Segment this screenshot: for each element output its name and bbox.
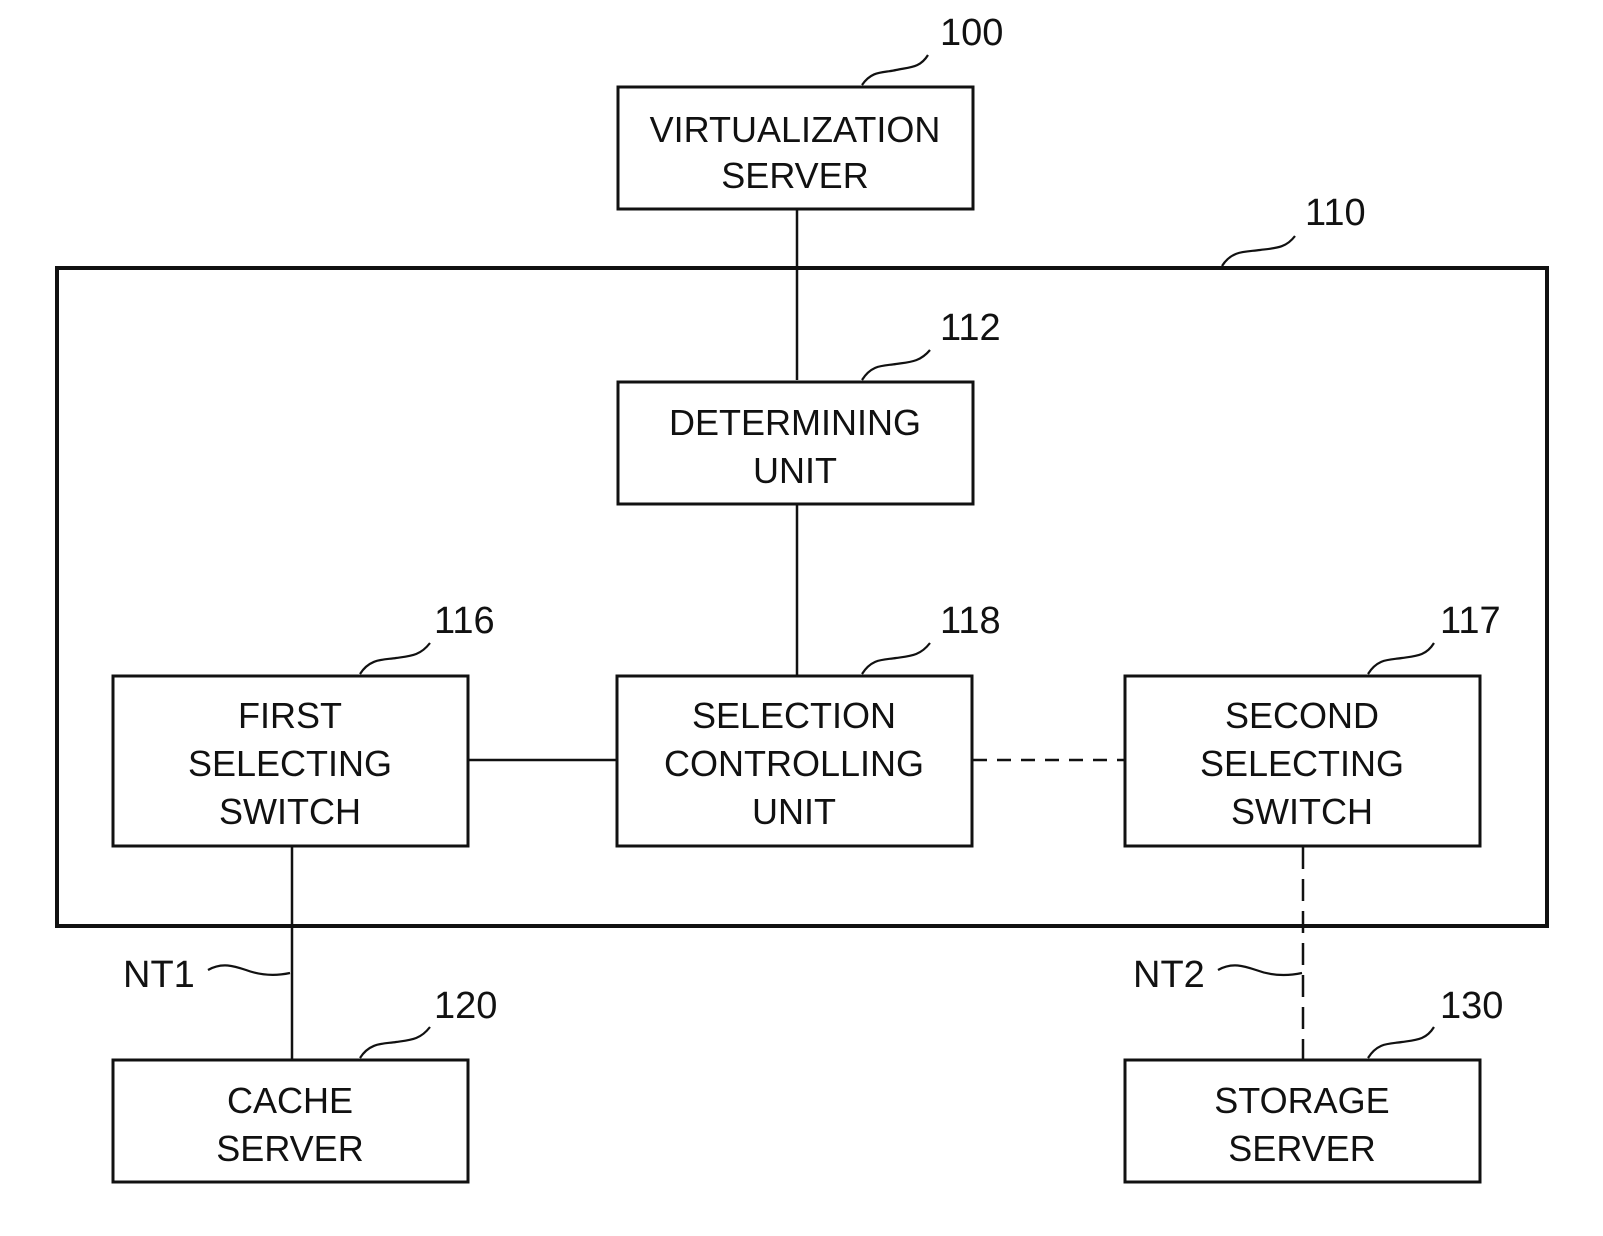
leader-nt1 xyxy=(208,965,290,975)
storage-server-block: STORAGE SERVER xyxy=(1125,1060,1480,1182)
first-selecting-switch-block: FIRST SELECTING SWITCH xyxy=(113,676,468,846)
leader-130 xyxy=(1368,1027,1434,1058)
leader-120 xyxy=(360,1027,430,1058)
ref-numeral-116: 116 xyxy=(434,600,495,642)
leader-117 xyxy=(1368,643,1434,674)
leader-nt2 xyxy=(1218,965,1302,975)
determining-unit-block: DETERMINING UNIT xyxy=(618,382,973,504)
network-label-nt2: NT2 xyxy=(1133,954,1205,996)
ref-numeral-100: 100 xyxy=(940,12,1003,54)
block-label-line: SWITCH xyxy=(1231,791,1373,832)
block-label-line: UNIT xyxy=(752,791,836,832)
block-label-line: VIRTUALIZATION xyxy=(650,109,941,150)
block-label-line: SELECTING xyxy=(188,743,392,784)
leader-112 xyxy=(862,350,930,380)
ref-numeral-120: 120 xyxy=(434,985,497,1027)
ref-numeral-112: 112 xyxy=(940,307,1001,349)
block-label-line: CONTROLLING xyxy=(664,743,924,784)
block-label-line: CACHE xyxy=(227,1080,353,1121)
block-label-line: SERVER xyxy=(216,1128,363,1169)
leader-110 xyxy=(1222,236,1295,266)
network-label-nt1: NT1 xyxy=(123,954,195,996)
leader-116 xyxy=(360,643,430,674)
selection-controlling-unit-block: SELECTION CONTROLLING UNIT xyxy=(617,676,972,846)
block-label-line: FIRST xyxy=(238,695,342,736)
virtualization-server-block: VIRTUALIZATION SERVER xyxy=(618,87,973,209)
ref-numeral-110: 110 xyxy=(1305,192,1366,234)
cache-server-block: CACHE SERVER xyxy=(113,1060,468,1182)
block-label-line: SECOND xyxy=(1225,695,1379,736)
block-label-line: SERVER xyxy=(1228,1128,1375,1169)
leader-100 xyxy=(862,55,928,85)
leader-118 xyxy=(862,643,930,674)
block-label-line: SELECTION xyxy=(692,695,896,736)
block-label-line: DETERMINING xyxy=(669,402,921,443)
ref-numeral-130: 130 xyxy=(1440,985,1503,1027)
block-label-line: UNIT xyxy=(753,450,837,491)
block-label-line: SWITCH xyxy=(219,791,361,832)
block-label-line: SERVER xyxy=(721,155,868,196)
ref-numeral-117: 117 xyxy=(1440,600,1501,642)
second-selecting-switch-block: SECOND SELECTING SWITCH xyxy=(1125,676,1480,846)
block-label-line: STORAGE xyxy=(1214,1080,1389,1121)
ref-numeral-118: 118 xyxy=(940,600,1001,642)
block-label-line: SELECTING xyxy=(1200,743,1404,784)
